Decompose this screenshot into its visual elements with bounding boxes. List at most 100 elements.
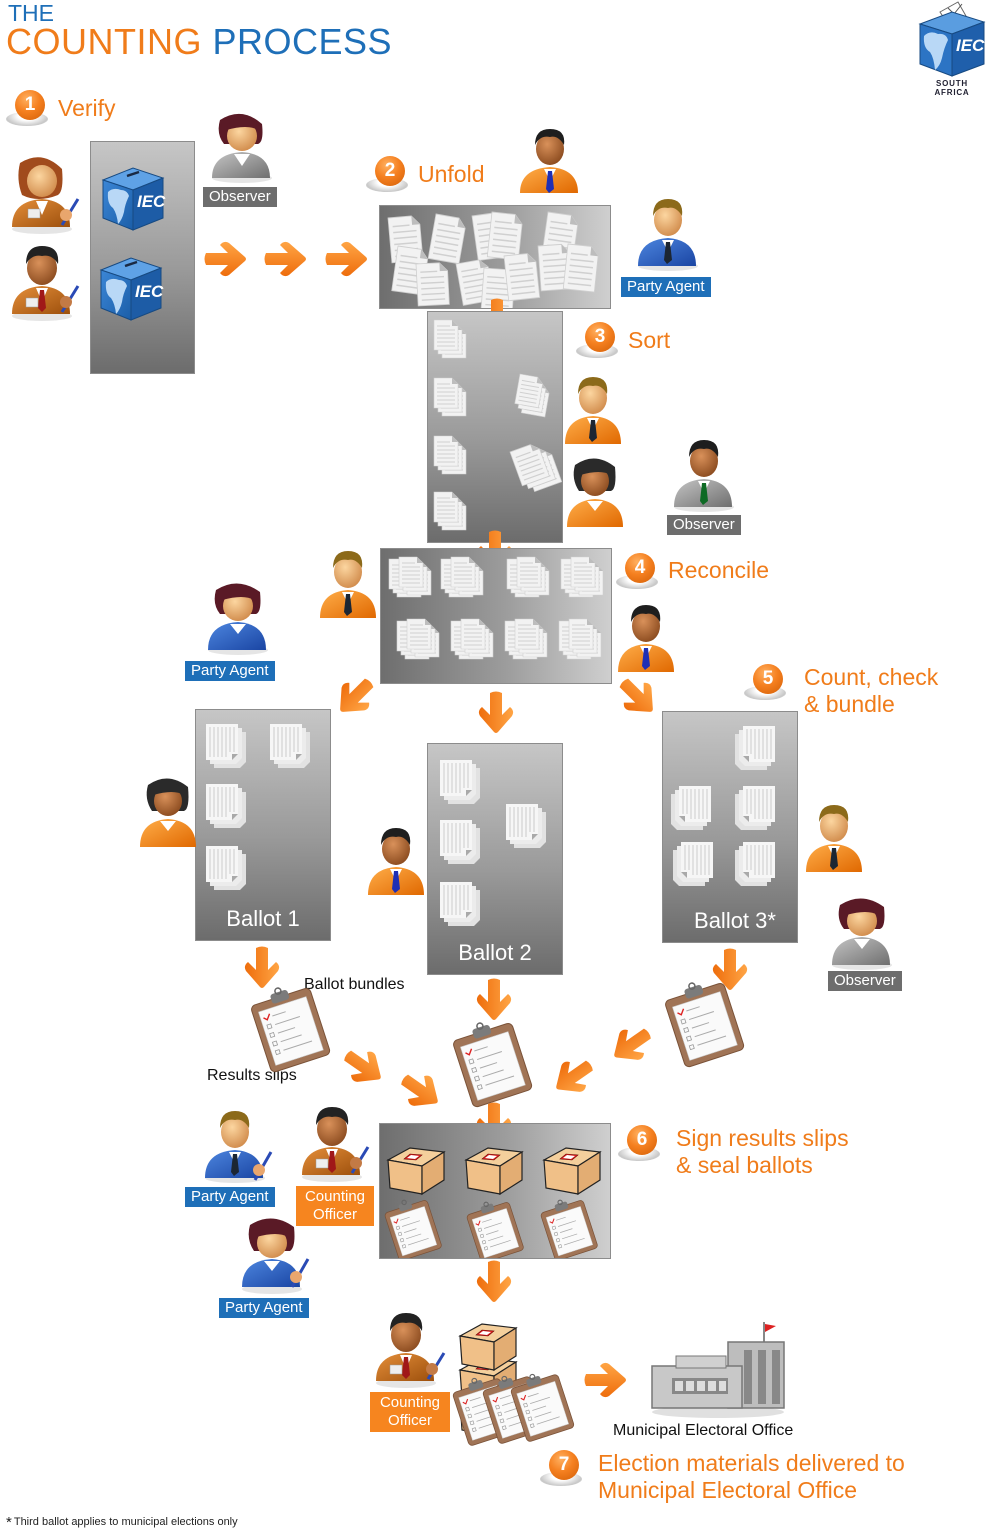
step-5-badge: 5 [744,664,788,704]
observer-label: Observer [667,515,741,535]
party-agent-label: Party Agent [185,1187,275,1207]
logo-country: SOUTH AFRICA [934,79,970,97]
observer-male-icon [672,437,736,513]
ballot-box-icon: IEC [97,256,167,324]
counting-staff-male-icon [366,823,426,899]
title-process: PROCESS [212,21,393,62]
title-counting: COUNTING [6,21,202,62]
step-2-unfold: 2 Unfold [366,156,484,196]
arrow-right-icon [325,241,367,277]
step-4-label: Reconcile [668,557,769,583]
results-slip-clipboard-icon [448,1012,534,1109]
ballot-3-bundles [670,725,776,887]
observer-label: Observer [203,187,277,207]
iec-ballot-box-icon [918,1,986,77]
counting-staff-male-icon [318,546,378,622]
results-slip-clipboard-icon [660,972,746,1069]
counting-officer-male-icon [298,1103,370,1183]
step-4-reconcile: 4 Reconcile [616,553,769,593]
step-6-badge: 6 [618,1125,662,1165]
arrow-down-left-icon [604,1018,659,1071]
counting-staff-female-icon [565,455,625,531]
step-7-label: Election materials delivered to Municipa… [598,1450,905,1503]
counting-staff-male-icon [563,372,623,448]
ballot-1-panel: Ballot 1 [195,709,331,941]
step-3-sort: 3 Sort [576,322,670,362]
party-agent-label: Party Agent [219,1298,309,1318]
sort-panel [427,311,563,543]
counting-staff-female-icon [138,775,198,851]
arrow-down-icon [476,978,512,1020]
step-3-badge: 3 [576,322,620,362]
reconcile-panel [380,548,612,684]
step-1-label: Verify [58,95,116,121]
step-5-count-check-bundle: 5 Count, check & bundle [744,664,938,718]
arrow-down-icon [478,691,514,733]
observer-female-icon [208,112,278,184]
observer-label: Observer [828,971,902,991]
arrow-right-icon [584,1362,626,1398]
counting-officer-male-icon [8,242,80,322]
municipal-office-caption: Municipal Electoral Office [613,1422,794,1439]
party-agent-female-icon [206,580,270,656]
unfold-panel [379,205,611,309]
observer-female-icon [830,895,894,971]
arrow-right-icon [204,241,246,277]
party-agent-label: Party Agent [621,277,711,297]
flow-arrows-right [204,241,367,277]
step-3-label: Sort [628,327,671,353]
page-title: COUNTING PROCESS [6,24,392,60]
title-line-1: THE [8,0,54,26]
arrow-down-right-icon [336,1040,391,1093]
sealed-boxes-and-slips [381,1147,601,1258]
counting-officer-female-icon [8,155,80,235]
party-agent-female-icon [238,1215,314,1295]
arrow-right-icon [264,241,306,277]
step-4-badge: 4 [616,553,660,593]
step-7-badge: 7 [540,1450,584,1490]
step-7-delivery: 7 Election materials delivered to Munici… [540,1450,905,1504]
step-5-label: Count, check & bundle [804,664,939,717]
ballot-3-label: Ballot 3* [694,908,776,933]
municipal-office-building-icon [651,1322,785,1418]
iec-logo: IEC SOUTH AFRICA [918,1,986,97]
ballot-boxes-panel: IEC IEC [90,141,195,374]
step-6-sign-and-seal: 6 Sign results slips & seal ballots [618,1125,849,1179]
party-agent-label: Party Agent [185,661,275,681]
counting-officer-male-icon [372,1309,448,1389]
arrow-down-icon [476,1260,512,1302]
ballot-1-label: Ballot 1 [226,906,300,931]
results-slip-clipboard-icon [246,977,332,1074]
sealed-ballots-panel [379,1123,611,1259]
ballot-2-bundles [439,759,547,927]
ballot-2-panel: Ballot 2 [427,743,563,975]
counting-staff-male-icon [616,600,676,676]
ballot-3-panel: Ballot 3* [662,711,798,943]
step-2-label: Unfold [418,161,485,187]
counting-officer-label: Counting Officer [370,1392,450,1432]
reconciled-ballot-stacks [381,549,612,684]
ballot-2-label: Ballot 2 [458,940,532,965]
counting-officer-label: Counting Officer [296,1186,374,1226]
step-1-badge: 1 [6,90,50,130]
party-agent-male-icon [636,196,700,272]
party-agent-male-icon [203,1108,273,1184]
arrow-down-right-icon [610,669,665,724]
counting-officer-male-icon [518,127,582,199]
arrow-down-left-icon [328,669,383,724]
footnote: *Third ballot applies to municipal elect… [6,1514,238,1530]
step-1-verify: 1 Verify [6,90,116,130]
sealed-election-materials [449,1323,576,1447]
step-6-label: Sign results slips & seal ballots [676,1125,849,1178]
logo-iec-text: IEC [956,36,985,55]
ballot-1-bundles [205,723,311,891]
arrow-down-right-icon [393,1064,448,1117]
ballot-box-icon: IEC [99,166,169,234]
arrow-down-icon [244,946,280,988]
unfolded-ballots [387,210,600,308]
sorted-ballots [428,312,563,543]
ballot-bundles-caption: Ballot bundles [304,976,405,993]
step-2-badge: 2 [366,156,410,196]
arrow-down-left-icon [546,1050,601,1103]
counting-staff-male-icon [804,800,864,876]
